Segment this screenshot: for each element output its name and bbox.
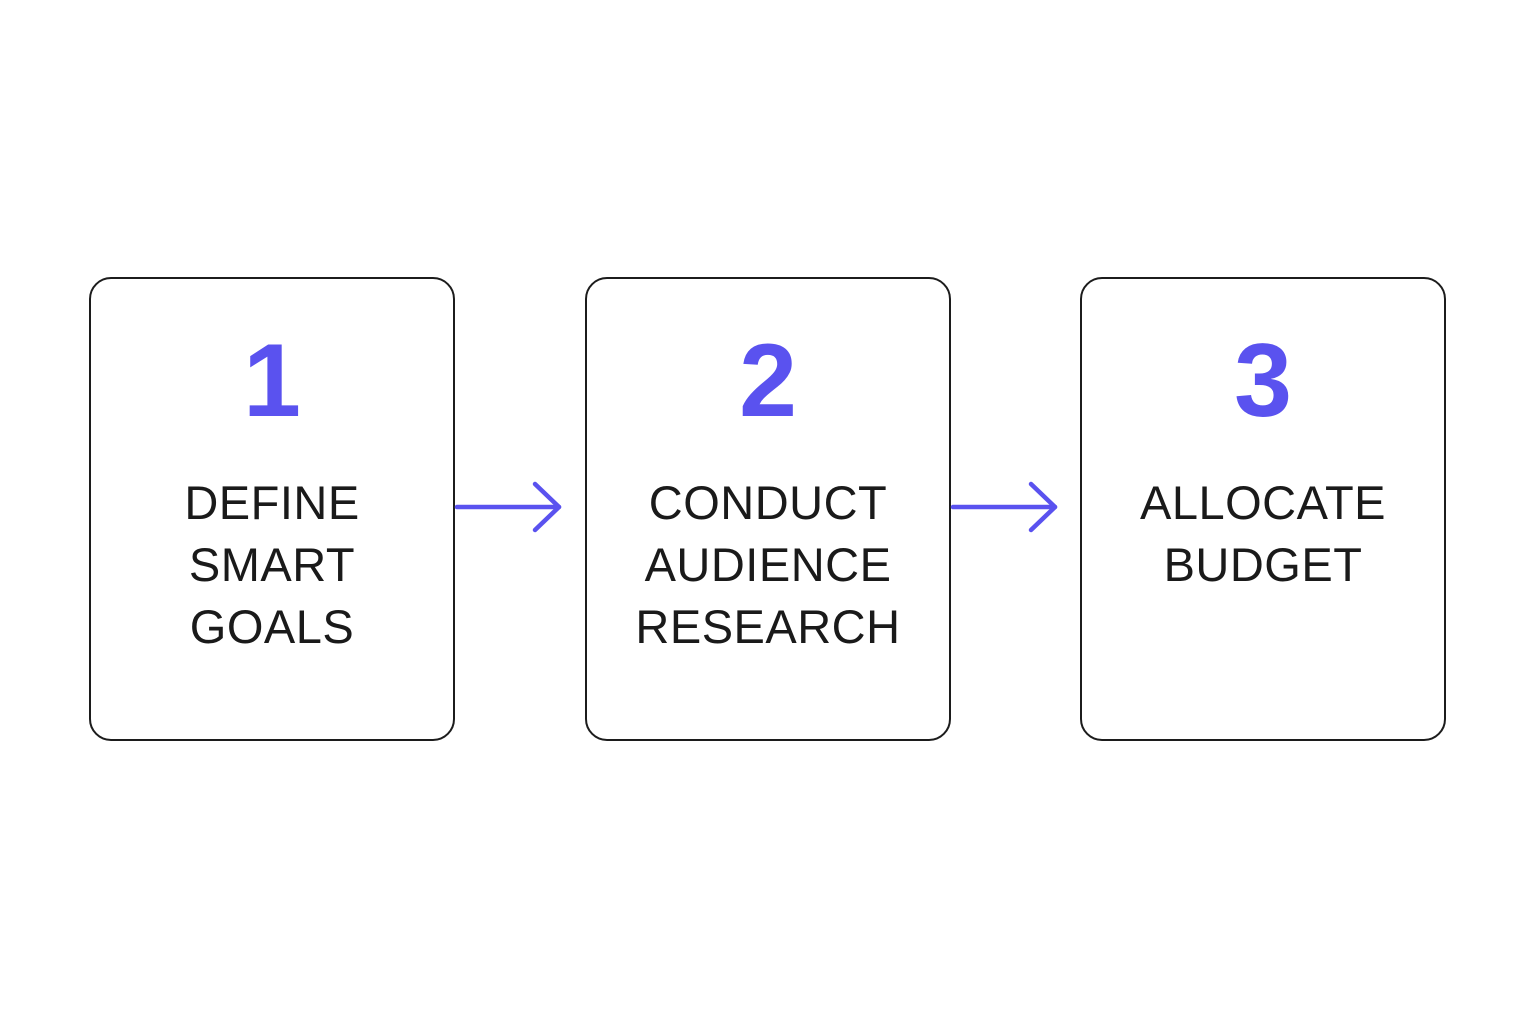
- step-number: 1: [243, 323, 301, 439]
- step-number: 3: [1234, 323, 1292, 439]
- step-card-3: 3 ALLOCATE BUDGET: [1080, 277, 1446, 741]
- step-label-line: SMART: [188, 538, 356, 591]
- step-number: 2: [739, 323, 797, 439]
- arrow-right-icon: [454, 481, 562, 533]
- step-label-line: RESEARCH: [635, 600, 901, 653]
- step-label: ALLOCATE BUDGET: [1092, 472, 1434, 596]
- step-label: DEFINE SMART GOALS: [101, 472, 443, 658]
- arrow-right-icon: [950, 481, 1058, 533]
- step-label-line: BUDGET: [1163, 538, 1363, 591]
- step-label-line: ALLOCATE: [1139, 476, 1387, 529]
- step-card-1: 1 DEFINE SMART GOALS: [89, 277, 455, 741]
- step-label: CONDUCT AUDIENCE RESEARCH: [597, 472, 939, 658]
- step-label-line: AUDIENCE: [644, 538, 892, 591]
- step-label-line: DEFINE: [184, 476, 360, 529]
- step-card-2: 2 CONDUCT AUDIENCE RESEARCH: [585, 277, 951, 741]
- step-label-line: GOALS: [189, 600, 355, 653]
- step-label-line: CONDUCT: [648, 476, 888, 529]
